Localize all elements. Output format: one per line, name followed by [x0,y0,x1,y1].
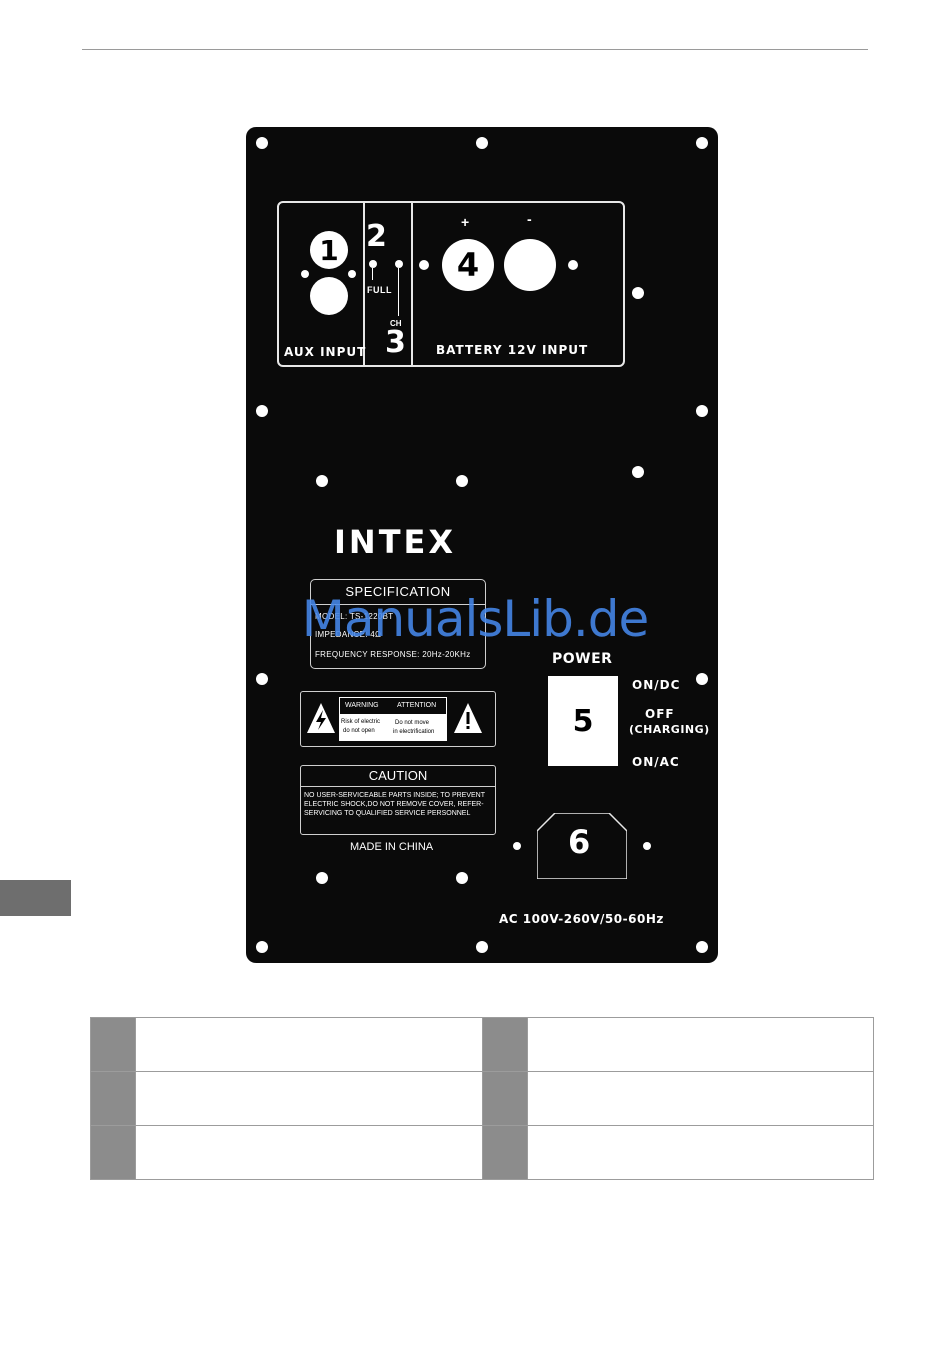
made-in-label: MADE IN CHINA [350,841,434,853]
battery-negative-terminal [504,239,556,291]
caution-label: CAUTION NO USER-SERVICEABLE PARTS INSIDE… [300,765,496,835]
section-tab [0,880,71,916]
mount-hole [456,872,468,884]
jack-dot [301,270,309,278]
aux-input-label: AUX INPUT [284,345,367,359]
caution-triangle-icon [454,703,482,733]
spec-impedance: IMPEDANCE: 4Ω [315,630,382,639]
power-switch: 5 [548,676,618,766]
table-row [90,1125,874,1180]
no-move-text: Do not move [395,720,430,726]
mount-hole [256,405,268,417]
caution-line-2: ELECTRIC SHOCK,DO NOT REMOVE COVER, REFE… [304,801,484,808]
input-connector-box [277,201,625,367]
ac-rating-label: AC 100V-260V/50-60Hz [499,912,664,926]
aux-input-jack-lower [310,277,348,315]
header-rule [82,49,868,50]
mount-hole [256,137,268,149]
mount-hole [256,941,268,953]
on-ac-label: ON/AC [632,755,680,769]
positive-terminal-label: + [461,214,470,230]
power-label: POWER [552,651,613,667]
callout-2: 2 [366,219,387,254]
table-cell-key [481,1017,528,1072]
mount-hole [456,475,468,487]
ac-power-inlet [537,813,627,879]
risk-text-2: do not open [343,728,375,734]
ch-label: CH [390,319,402,328]
shock-hazard-icon [307,703,335,733]
mount-hole [256,673,268,685]
full-label: FULL [367,285,392,295]
callout-4: 4 [456,246,480,284]
specification-label: SPECIFICATION MODEL: TS-1220BT IMPEDANCE… [310,579,486,669]
spec-model: MODEL: TS-1220BT [315,612,394,621]
off-label: OFF [645,707,675,721]
mount-hole [316,872,328,884]
callout-1: 1 [319,233,339,267]
full-mode-dot [369,260,377,268]
mount-hole [632,287,644,299]
divider [411,203,413,365]
table-cell [135,1071,483,1126]
rear-panel-illustration: 1 AUX INPUT 2 FULL CH 3 + - 4 BATTERY 12… [246,127,718,963]
warning-text: WARNING [345,702,379,709]
charging-label: (CHARGING) [629,723,710,736]
mount-hole [316,475,328,487]
callout-5: 5 [572,703,594,739]
table-cell-key [90,1125,136,1180]
inlet-screw [513,842,521,850]
jack-dot [568,260,578,270]
battery-positive-terminal: 4 [442,239,494,291]
table-row [90,1017,874,1072]
callout-6: 6 [568,823,591,861]
table-cell [135,1017,483,1072]
mount-hole [632,466,644,478]
table-cell-key [90,1017,136,1072]
spec-frequency: FREQUENCY RESPONSE: 20Hz-20KHz [315,650,471,659]
caution-line-3: SERVICING TO QUALIFIED SERVICE PERSONNEL [304,810,471,817]
mount-hole [696,137,708,149]
brand-logo: INTEX [334,523,457,561]
warning-text-block: WARNING ATTENTION Risk of electric do no… [339,697,447,741]
legend-table [90,1017,874,1180]
aux-input-jack: 1 [310,231,348,269]
table-row [90,1071,874,1126]
table-cell [135,1125,483,1180]
jack-dot [419,260,429,270]
table-cell-key [481,1071,528,1126]
negative-terminal-label: - [527,211,532,227]
warning-label: WARNING ATTENTION Risk of electric do no… [300,691,496,747]
caution-line-1: NO USER-SERVICEABLE PARTS INSIDE; TO PRE… [304,792,486,799]
callout-3: 3 [385,325,406,360]
battery-input-label: BATTERY 12V INPUT [436,343,589,357]
inlet-screw [643,842,651,850]
jack-dot [348,270,356,278]
mount-hole [476,941,488,953]
mount-hole [696,941,708,953]
spec-title: SPECIFICATION [311,580,485,605]
table-cell [526,1071,874,1126]
mount-hole [696,673,708,685]
leader-line [398,268,399,316]
mount-hole [696,405,708,417]
table-cell-key [90,1071,136,1126]
no-move-text-2: in electrification [393,729,435,735]
table-cell [526,1125,874,1180]
leader-line [372,268,373,280]
divider [363,203,365,365]
mount-hole [476,137,488,149]
ch-mode-dot [395,260,403,268]
warning-header [339,697,447,715]
on-dc-label: ON/DC [632,678,681,692]
risk-text: Risk of electric [341,719,381,725]
watermark: ManualsLib.de [301,590,650,648]
attention-text: ATTENTION [397,702,437,709]
table-cell [526,1017,874,1072]
caution-title: CAUTION [301,766,495,787]
table-cell-key [481,1125,528,1180]
